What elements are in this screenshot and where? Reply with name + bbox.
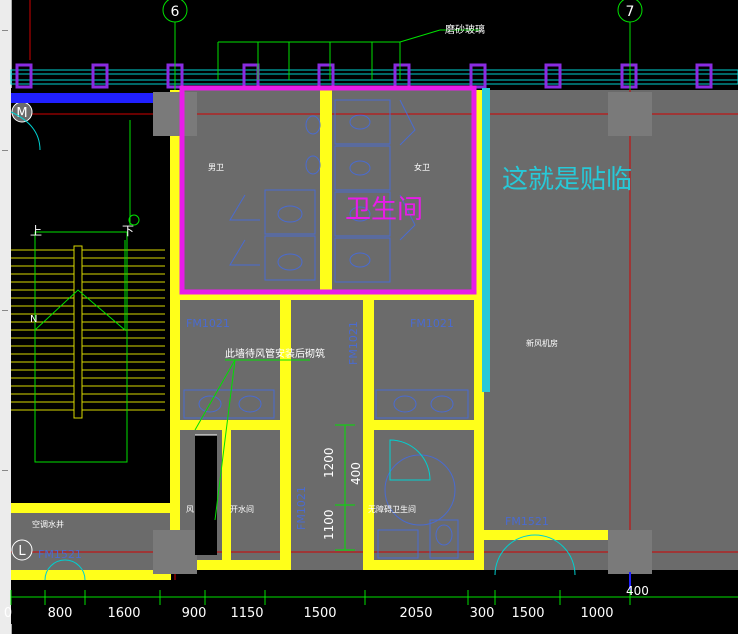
left-beam <box>11 93 161 103</box>
door-swing-accessible <box>389 439 431 481</box>
door-tag: FM1021 <box>347 321 360 365</box>
axis-label-7: 7 <box>626 4 635 20</box>
bottom-dimension-line <box>10 590 738 605</box>
frosted-glass-label: 磨砂玻璃 <box>445 23 485 36</box>
dim-value: 300 <box>470 606 495 621</box>
lower-left-floor <box>11 513 171 573</box>
accessible-wc-fixtures <box>377 454 459 559</box>
adjacency-bar <box>482 88 490 392</box>
shaft-void <box>195 435 217 555</box>
dim-value: 900 <box>182 606 207 621</box>
toilet-fixtures <box>229 99 416 283</box>
axis-bubble-l <box>11 539 33 561</box>
dim-label: 400 <box>349 462 363 485</box>
door-swing <box>494 534 536 576</box>
door-arc-m <box>10 111 41 151</box>
building-floor <box>170 90 648 570</box>
column <box>608 92 652 136</box>
door-tag: FM1521 <box>505 515 549 528</box>
door-tag: FM1021 <box>295 486 308 530</box>
door-tag: FM1521 <box>38 548 82 561</box>
axis-label-6: 6 <box>171 4 180 20</box>
vertical-dimension <box>335 424 355 551</box>
dim-label: 1200 <box>322 447 336 478</box>
dim-value: 800 <box>48 606 73 621</box>
dim-value: 1600 <box>107 606 140 621</box>
toolbar-tick <box>2 470 8 471</box>
toolbar-tick <box>2 150 8 151</box>
stairs-down-label: 下 <box>122 224 134 238</box>
water-room-label: 开水间 <box>230 504 254 514</box>
axis-bubble-7 <box>617 0 643 23</box>
washbasins <box>183 389 469 419</box>
frosted-glass-leader <box>217 29 480 80</box>
column <box>608 530 652 574</box>
dim-value: 0 <box>4 606 12 621</box>
window-band <box>10 69 738 85</box>
accessible-wc-label: 无障碍卫生间 <box>368 504 416 514</box>
walls <box>11 90 609 580</box>
mens-wc-label: 男卫 <box>208 163 224 172</box>
door-swing <box>534 534 576 576</box>
dim-value: 1150 <box>230 606 263 621</box>
dim-value: 1500 <box>511 606 544 621</box>
shaft-note-leader <box>194 359 310 521</box>
toolbar-tick <box>2 310 8 311</box>
dim-value: 2050 <box>399 606 432 621</box>
door-swing <box>44 559 66 581</box>
fresh-air-room-label: 新风机房 <box>526 338 558 348</box>
womens-wc-label: 女卫 <box>414 162 430 172</box>
door-swing <box>64 559 86 581</box>
restroom-title: 卫生间 <box>345 195 423 225</box>
bottom-dimension-labels: 0 800 1600 900 1150 1500 2050 300 1500 1… <box>4 606 614 621</box>
door-tag: FM1021 <box>410 317 454 330</box>
toolbar-tick <box>2 30 8 31</box>
ac-shaft-label: 空调水井 <box>32 519 64 529</box>
column <box>153 530 197 574</box>
dim-value: 1000 <box>580 606 613 621</box>
stairs-up-label: 上 <box>30 224 42 238</box>
dim-label: 400 <box>626 584 649 598</box>
stairs <box>11 120 165 463</box>
shaft-note: 此墙待风管安装后砌筑 <box>225 347 325 360</box>
axis-label-m: M <box>16 106 27 121</box>
axis-bubble-6 <box>162 0 188 23</box>
dim-label: 1100 <box>322 509 336 540</box>
dim-value: 1500 <box>303 606 336 621</box>
right-floor <box>648 90 738 570</box>
restroom-highlight <box>179 85 477 295</box>
shaft-label: 风 <box>186 505 194 514</box>
adjacency-annotation: 这就是贴临 <box>502 165 632 195</box>
stair-arrow-label: N <box>30 314 37 325</box>
axis-label-l: L <box>18 544 26 559</box>
column <box>153 92 197 136</box>
door-tag: FM1021 <box>186 317 230 330</box>
